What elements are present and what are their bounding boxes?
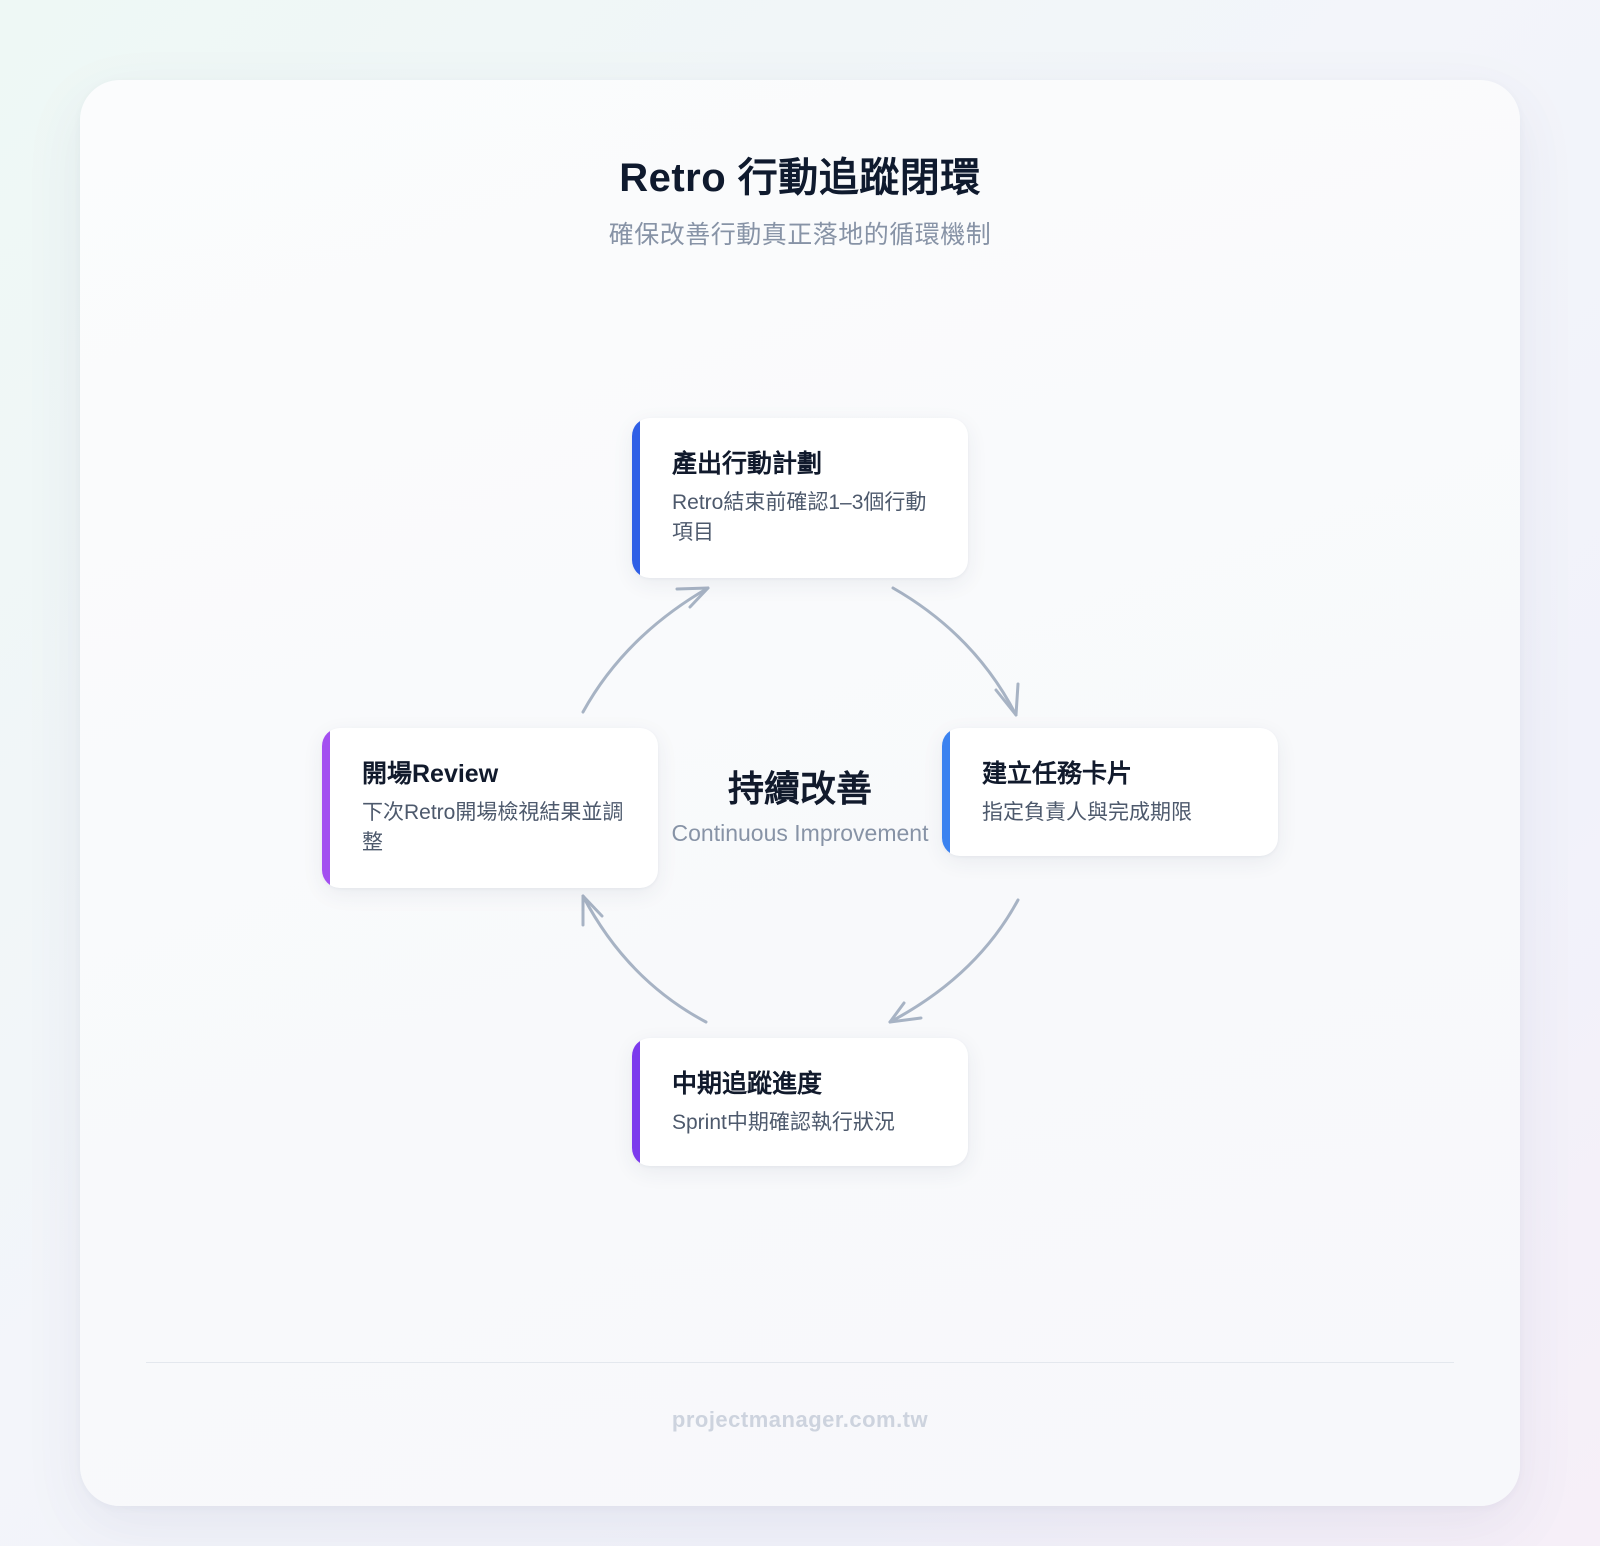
step-node-task-card: 建立任務卡片 指定負責人與完成期限	[942, 728, 1278, 856]
node-description: Retro結束前確認1–3個行動項目	[672, 491, 927, 544]
step-node-midterm-tracking: 中期追蹤進度 Sprint中期確認執行狀況	[632, 1038, 968, 1166]
node-accent-bar	[322, 728, 330, 888]
arrow-top-to-right	[891, 586, 1018, 717]
step-node-action-plan: 產出行動計劃 Retro結束前確認1–3個行動項目	[632, 418, 968, 578]
diagram-card	[80, 80, 1520, 1506]
center-title: 持續改善	[727, 768, 872, 809]
page-title: Retro 行動追蹤閉環	[619, 156, 981, 200]
arrow-right-to-bottom	[888, 898, 1020, 1024]
arrowhead-top-to-right	[994, 682, 1020, 717]
arrow-bottom-to-left	[581, 894, 708, 1024]
node-accent-bar	[632, 418, 640, 578]
node-title: 中期追蹤進度	[672, 1070, 823, 1098]
arrow-left-to-top	[581, 586, 710, 714]
node-title: 開場Review	[362, 760, 499, 788]
node-accent-bar	[632, 1038, 640, 1166]
arrowhead-bottom-to-left	[581, 894, 604, 927]
node-description: Sprint中期確認執行狀況	[672, 1111, 895, 1134]
center-subtitle: Continuous Improvement	[671, 820, 929, 846]
node-accent-bar	[942, 728, 950, 856]
node-description: 指定負責人與完成期限	[982, 801, 1192, 824]
arrowhead-right-to-bottom	[888, 1001, 923, 1024]
node-title: 產出行動計劃	[672, 450, 823, 478]
footer-site-link[interactable]: projectmanager.com.tw	[671, 1407, 929, 1432]
page-subtitle: 確保改善行動真正落地的循環機制	[608, 221, 992, 249]
node-title: 建立任務卡片	[982, 760, 1133, 788]
node-description: 下次Retro開場檢視結果並調整	[362, 801, 624, 854]
footer-divider	[146, 1362, 1454, 1363]
step-node-opening-review: 開場Review 下次Retro開場檢視結果並調整	[322, 728, 658, 888]
arrowhead-left-to-top	[675, 586, 710, 609]
